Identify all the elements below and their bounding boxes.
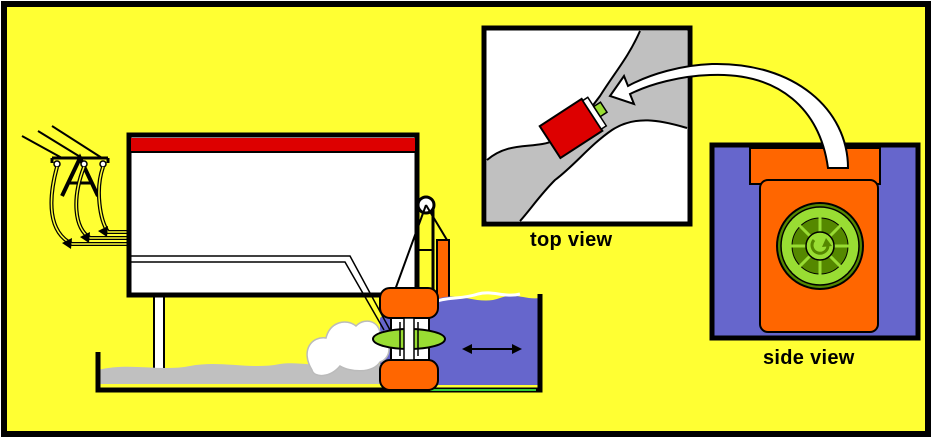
side-view-inset [709, 142, 921, 341]
double-arrow-icon [462, 344, 522, 354]
turbine-axle [403, 317, 415, 361]
powerhouse-building [126, 132, 420, 298]
support-pillar [153, 290, 165, 370]
drive-shaft-lines [130, 255, 391, 331]
curved-arrow-icon [608, 62, 850, 169]
transmission-tower-icon [21, 125, 110, 197]
gate-crane [394, 195, 450, 301]
side-view-runner [776, 202, 864, 290]
powerhouse-roof [131, 138, 415, 152]
top-view-caption: top view [530, 229, 613, 251]
side-view-caption: side view [763, 347, 855, 369]
turbine-housing-bottom [379, 359, 439, 391]
water-ripple [429, 291, 521, 306]
current-arrow-icons [62, 226, 108, 249]
top-view-turbine [538, 96, 609, 160]
top-view-inset [481, 25, 693, 227]
gate-counterweight [436, 239, 450, 301]
channel-walls [95, 294, 543, 393]
side-view-gate [749, 147, 881, 185]
turbine-housing-top [379, 287, 439, 319]
turbine-unit [372, 287, 446, 391]
rotation-arrow-icon [810, 239, 830, 255]
